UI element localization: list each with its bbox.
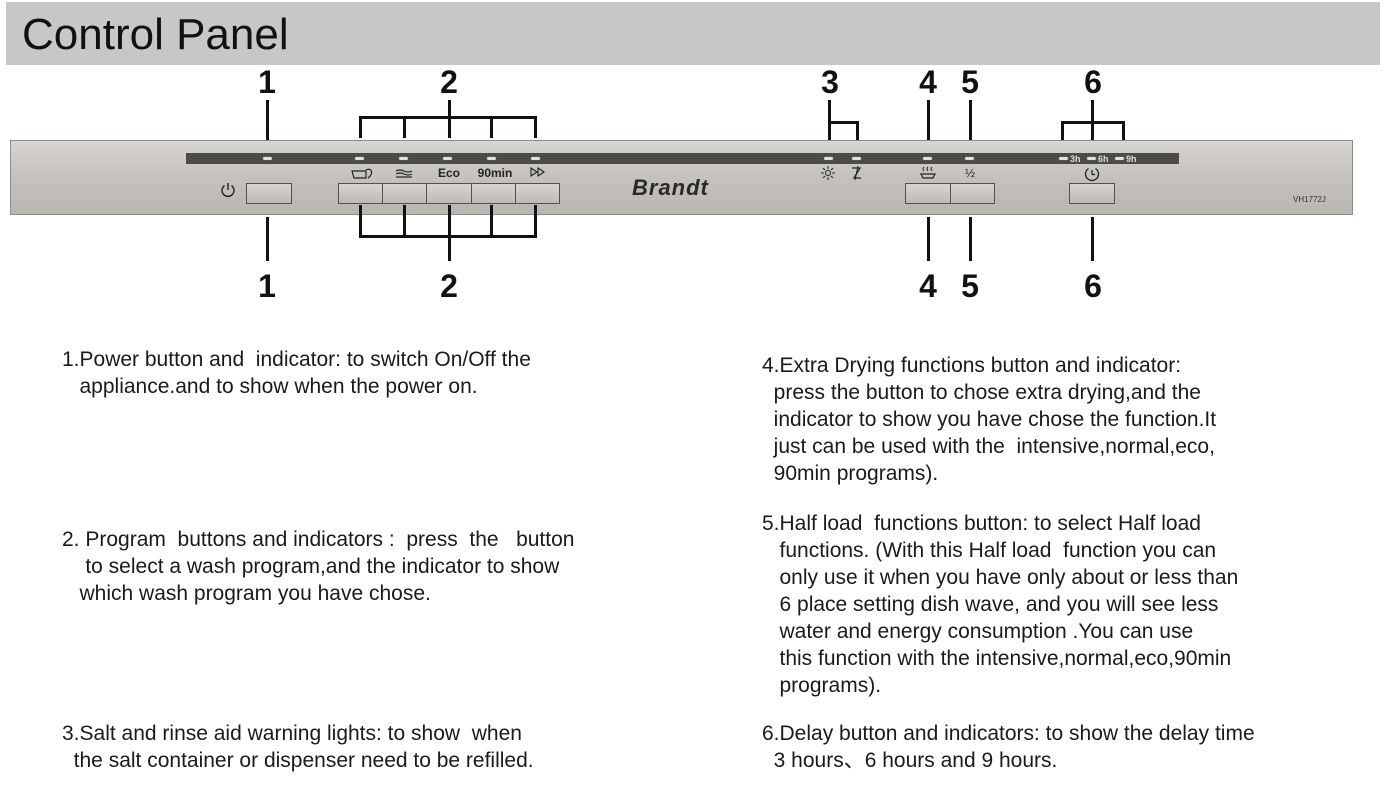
- normal-wash-icon: [394, 166, 416, 183]
- bracket-2-bottom-tick: [534, 205, 537, 238]
- extra-drying-button[interactable]: [905, 183, 951, 204]
- bracket-2-bottom: [359, 235, 537, 238]
- leader-line-1-bottom: [266, 217, 269, 261]
- leader-line-5-bottom: [969, 217, 972, 261]
- leader-line-6-top: [1091, 100, 1094, 122]
- bracket-2-top-tick: [359, 116, 362, 138]
- half-load-symbol: ½: [964, 166, 975, 180]
- indicator-strip: [186, 153, 1179, 164]
- leader-line-4-bottom: [927, 217, 930, 261]
- extra-drying-icon: [918, 165, 938, 184]
- leader-line-2-bottom: [448, 205, 451, 261]
- bracket-2-top-tick: [403, 116, 406, 138]
- control-panel: [10, 140, 1353, 215]
- bracket-2-top-tick: [534, 116, 537, 138]
- half-load-indicator: [964, 156, 975, 161]
- delay-label-6h: 6h: [1098, 154, 1109, 164]
- delay-indicator-6h: [1086, 156, 1097, 161]
- callout-bottom-2: 2: [440, 268, 458, 304]
- title-bar: Control Panel: [6, 2, 1380, 65]
- bracket-3-top-tick: [856, 121, 859, 140]
- program-indicator-90min: [486, 156, 497, 161]
- rinse-aid-warning-indicator: [851, 156, 862, 161]
- bracket-6-top-tick: [1061, 121, 1064, 140]
- bracket-6-top-tick: [1122, 121, 1125, 140]
- bracket-3-top: [828, 121, 859, 124]
- program-indicator-normal: [398, 156, 409, 161]
- callout-bottom-1: 1: [258, 268, 276, 304]
- leader-line-6-bottom: [1091, 217, 1094, 261]
- bracket-2-top-tick: [448, 116, 451, 138]
- description-2-program: 2. Program buttons and indicators : pres…: [62, 528, 575, 605]
- rinse-aid-icon: [847, 165, 865, 184]
- delay-button[interactable]: [1069, 183, 1115, 204]
- program-button-normal[interactable]: [382, 183, 427, 204]
- program-indicator-eco: [442, 156, 453, 161]
- description-4-extra-drying: 4.Extra Drying functions button and indi…: [762, 354, 1217, 485]
- salt-icon: [819, 165, 837, 184]
- bracket-6-top-tick: [1091, 121, 1094, 140]
- power-button[interactable]: [246, 183, 292, 204]
- 90min-program-label: 90min: [477, 166, 513, 180]
- brand-logo: Brandt: [632, 175, 709, 200]
- callout-bottom-5: 5: [961, 268, 979, 304]
- callout-bottom-6: 6: [1084, 268, 1102, 304]
- quick-wash-icon: [528, 166, 548, 181]
- leader-line-3-top: [828, 100, 831, 140]
- callout-top-6: 6: [1084, 64, 1102, 100]
- delay-indicator-3h: [1058, 156, 1069, 161]
- half-load-button[interactable]: [950, 183, 995, 204]
- delay-label-3h: 3h: [1070, 154, 1081, 164]
- bracket-2-bottom-tick: [490, 205, 493, 238]
- callout-top-3: 3: [821, 64, 839, 100]
- delay-clock-icon: [1082, 165, 1102, 186]
- program-button-eco[interactable]: [426, 183, 472, 204]
- salt-warning-indicator: [823, 156, 834, 161]
- intensive-pot-icon: [350, 166, 376, 183]
- eco-program-label: Eco: [437, 166, 460, 180]
- callout-top-5: 5: [961, 64, 979, 100]
- delay-indicator-9h: [1114, 156, 1125, 161]
- program-button-quick[interactable]: [515, 183, 560, 204]
- bracket-2-bottom-tick: [403, 205, 406, 238]
- delay-label-9h: 9h: [1126, 154, 1137, 164]
- description-6-delay: 6.Delay button and indicators: to show t…: [762, 722, 1255, 772]
- callout-top-1: 1: [258, 64, 276, 100]
- description-5-half-load: 5.Half load functions button: to select …: [762, 512, 1239, 697]
- leader-line-5-top: [969, 100, 972, 140]
- power-indicator: [262, 156, 273, 161]
- program-indicator-quick: [530, 156, 541, 161]
- model-number: VH1772J: [1293, 195, 1326, 204]
- leader-line-2-top: [448, 100, 451, 117]
- description-1-power: 1.Power button and indicator: to switch …: [62, 348, 531, 398]
- program-indicator-intensive: [354, 156, 365, 161]
- callout-top-2: 2: [440, 64, 458, 100]
- description-3-warning-lights: 3.Salt and rinse aid warning lights: to …: [62, 722, 534, 772]
- power-icon: [218, 181, 238, 202]
- page-title: Control Panel: [22, 10, 289, 59]
- program-button-90min[interactable]: [471, 183, 516, 204]
- extra-drying-indicator: [922, 156, 933, 161]
- program-button-intensive[interactable]: [338, 183, 383, 204]
- bracket-2-top-tick: [490, 116, 493, 138]
- leader-line-1-top: [266, 100, 269, 142]
- bracket-2-bottom-tick: [359, 205, 362, 238]
- leader-line-4-top: [927, 100, 930, 140]
- callout-top-4: 4: [919, 64, 937, 100]
- callout-bottom-4: 4: [919, 268, 937, 304]
